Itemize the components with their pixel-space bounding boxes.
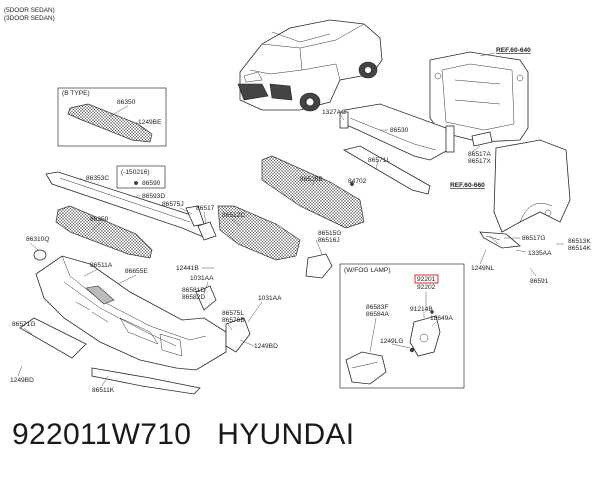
part-number: 922011W710 [12,418,192,451]
label-1249nl: 1249NL [471,265,494,272]
lower-lip-86511k [91,367,201,395]
header-line-2: (3DOOR SEDAN) [4,15,55,22]
fog-lamp-inset [339,263,465,389]
bracket-86517a [471,131,493,147]
label-86571l: 86571L [368,157,390,164]
label-86517a: 86517A [468,151,491,158]
label-86517x: 86517X [468,158,491,165]
label-91214b: 91214B [410,306,433,313]
bracket-86575l [225,317,251,353]
fog-lamp-title: (W/FOG LAMP) [344,267,391,274]
label-86520b: 86520B [300,176,323,183]
side-garnish-86581d [195,285,217,311]
label-86576b: 86576B [222,317,245,324]
label-86515g: 86515G [318,230,341,237]
label-92201: 92201 [417,276,436,283]
label-86582d: 86582D [182,294,205,301]
label-86655e: 86655E [125,268,148,275]
label-86517: 86517 [196,205,215,212]
label-86350-btype: 86350 [117,99,136,106]
ref-60-660: REF.60-660 [450,182,485,189]
label-86513k: 86513K [568,238,591,245]
upper-grille-86350 [55,205,153,259]
highlight-92201 [414,274,439,284]
brand-name: HYUNDAI [217,418,355,451]
label-86350: 86350 [90,216,109,223]
label-1031aa-upper: 1031AA [190,275,214,282]
label-1249lg: 1249LG [380,338,403,345]
fog-lamp-assembly [409,315,441,357]
header-line-1: (5DOOR SEDAN) [4,7,55,14]
label-1031aa-lower: 1031AA [258,295,282,302]
label-86353c: 86353C [86,175,109,182]
emblem-86310q [33,249,47,261]
label-84702: 84702 [348,178,367,185]
bracket-86517 [197,221,217,241]
date-code: (-150216) [121,169,150,176]
label-1335aa: 1335AA [528,250,552,257]
label-86511a: 86511A [90,262,113,269]
car-illustration [237,19,383,112]
label-1249be: 1249BE [138,119,162,126]
label-86584a: 86584A [366,311,389,318]
label-86517g: 86517G [522,235,545,242]
label-86511k: 86511K [92,387,115,394]
label-86593d: 86593D [142,193,165,200]
label-86575j: 86575J [162,201,184,208]
label-86583f: 86583F [366,304,388,311]
label-86571g: 86571G [12,321,35,328]
fender [493,139,571,233]
label-12441b: 12441B [176,265,199,272]
label-86516j: 86516J [318,237,340,244]
label-86310q: 86310Q [26,236,49,243]
plate-bracket-86571g [19,317,87,359]
label-86514k: 86514K [568,245,591,252]
absorber-86520b [261,155,365,229]
b-type-inset [57,87,167,147]
label-86581d: 86581D [182,287,205,294]
b-type-title: (B TYPE) [62,90,90,97]
label-86590: 86590 [142,180,161,187]
label-18649a: 18649A [430,315,453,322]
label-92202: 92202 [417,284,436,291]
caption: 922011W710 HYUNDAI [12,418,380,452]
label-86530: 86530 [390,127,409,134]
label-86512c: 86512C [222,212,245,219]
leader-lines [17,105,564,387]
lower-grille-86512c [217,205,301,261]
label-1327ac: 1327AC [322,109,346,116]
label-1249bd-left: 1249BD [10,377,34,384]
absorber-86571l [342,145,431,195]
front-bumper-cover [35,255,227,371]
label-86575l: 86575L [222,310,244,317]
ref-60-640: REF.60-640 [496,47,531,54]
upper-grille-b-type [67,103,153,143]
side-bracket-86515g [305,253,333,279]
date-code-box [116,165,166,189]
label-1249bd-right: 1249BD [254,343,278,350]
label-86591: 86591 [530,278,549,285]
fog-lamp-bezel [345,351,387,385]
